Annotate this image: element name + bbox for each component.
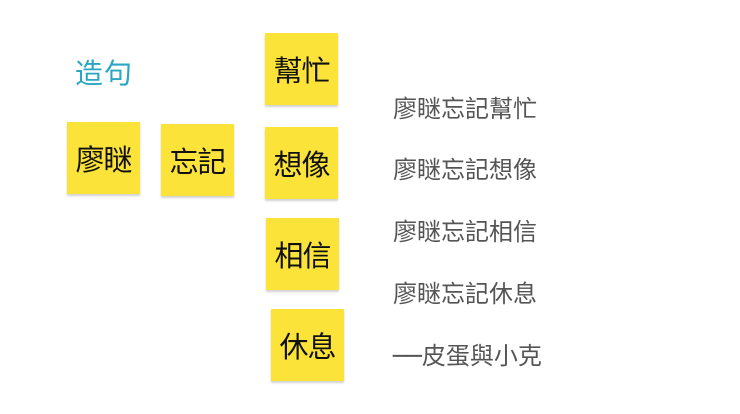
note-text: 幫忙 <box>273 54 330 88</box>
sticky-note-subject: 廖瞇 <box>67 122 140 194</box>
sticky-note-verb: 忘記 <box>161 124 234 196</box>
sticky-note-object-2: 想像 <box>265 127 338 199</box>
note-text: 廖瞇 <box>75 143 132 177</box>
sentence-3: 廖瞇忘記相信 <box>393 218 537 246</box>
note-text: 休息 <box>279 330 336 364</box>
sentence-2: 廖瞇忘記想像 <box>393 156 537 184</box>
sentence-4: 廖瞇忘記休息 <box>393 280 537 308</box>
note-text: 相信 <box>274 239 331 273</box>
attribution: ──皮蛋與小克 <box>393 342 542 370</box>
sentence-1: 廖瞇忘記幫忙 <box>393 95 537 123</box>
slide-title: 造句 <box>75 57 134 90</box>
sticky-note-object-3: 相信 <box>266 218 339 290</box>
note-text: 忘記 <box>169 145 226 179</box>
sticky-note-object-1: 幫忙 <box>265 33 338 105</box>
note-text: 想像 <box>273 148 330 182</box>
sticky-note-object-4: 休息 <box>271 309 344 381</box>
